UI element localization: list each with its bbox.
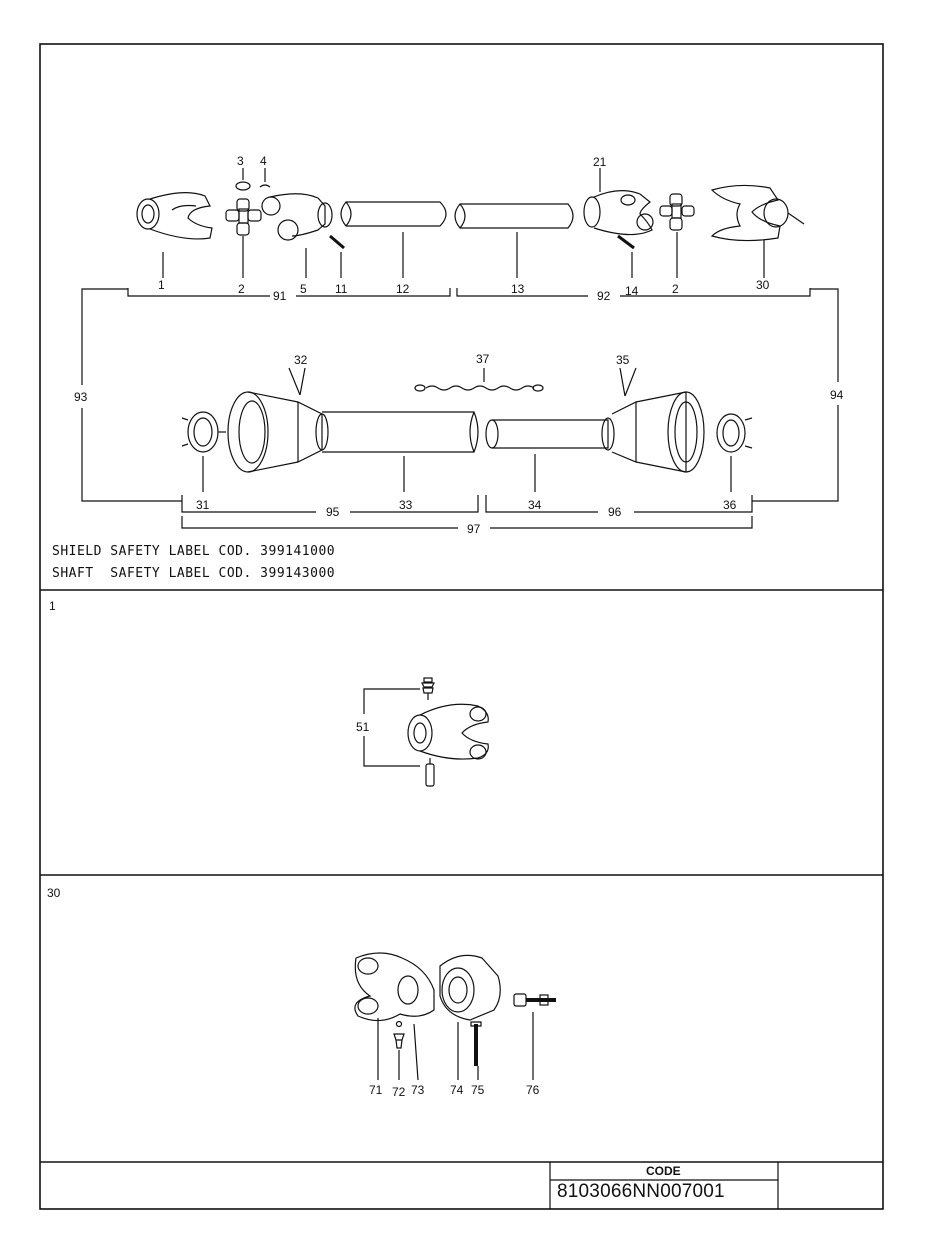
part-30-yoke: [710, 184, 805, 242]
part-51-pin: [425, 758, 435, 787]
callout-21: 21: [593, 155, 607, 169]
callout-51: 51: [356, 720, 370, 734]
part-21-yoke: [583, 190, 654, 236]
shield-safety-label: SHIELD SAFETY LABEL COD. 399141000: [52, 544, 336, 559]
part-4-circlip: [259, 184, 271, 188]
part-13-tube: [454, 203, 574, 229]
section-1-yoke: [407, 703, 489, 760]
group-brackets: [81, 288, 839, 502]
section-30-number: 30: [47, 886, 61, 900]
callout-34: 34: [528, 498, 542, 512]
callout-3: 3: [237, 154, 244, 168]
callout-76: 76: [526, 1083, 540, 1097]
callout-74: 74: [450, 1083, 464, 1097]
part-2-cross-second: [659, 193, 695, 231]
callout-35: 35: [616, 353, 630, 367]
part-71-yoke: [354, 952, 435, 1022]
callout-numbers: 3 4 21 1 2 5 11 12 13 14 2 30 91 92 93 9…: [74, 154, 844, 1099]
section-30-detail: [354, 952, 556, 1081]
part-51-grease-nipple: [421, 677, 435, 700]
callout-14: 14: [625, 284, 639, 298]
part-72-ball: [395, 1020, 403, 1028]
guard-row: [181, 384, 753, 473]
part-3-ring: [235, 181, 251, 191]
callout-94: 94: [830, 388, 844, 402]
part-5-yoke: [261, 193, 333, 241]
callout-96: 96: [608, 505, 622, 519]
section-1-number: 1: [49, 599, 56, 613]
callout-30: 30: [756, 278, 770, 292]
callout-1: 1: [158, 278, 165, 292]
part-33-tube: [322, 411, 479, 453]
top-row-leaders: [162, 168, 765, 278]
callout-93: 93: [74, 390, 88, 404]
top-exploded-row: [136, 181, 805, 250]
callout-73: 73: [411, 1083, 425, 1097]
part-36-ring: [716, 413, 753, 453]
callout-36: 36: [723, 498, 737, 512]
callout-72: 72: [392, 1085, 406, 1099]
callout-37: 37: [476, 352, 490, 366]
part-76-screw: [513, 993, 556, 1007]
callout-5: 5: [300, 282, 307, 296]
callout-13: 13: [511, 282, 525, 296]
part-12-tube: [340, 201, 447, 227]
callout-71: 71: [369, 1083, 383, 1097]
drawing-frame: [39, 43, 884, 1210]
part-73-nipple: [393, 1033, 405, 1049]
shaft-safety-label: SHAFT SAFETY LABEL COD. 399143000: [52, 566, 336, 581]
callout-12: 12: [396, 282, 410, 296]
part-74-hub: [439, 954, 501, 1021]
callout-31: 31: [196, 498, 210, 512]
section-1-detail: [363, 677, 489, 787]
callout-2-second: 2: [672, 282, 679, 296]
guard-row-leaders: [181, 367, 753, 529]
callout-91: 91: [273, 289, 287, 303]
callout-97: 97: [467, 522, 481, 536]
callout-33: 33: [399, 498, 413, 512]
code-value: 8103066NN007001: [557, 1181, 725, 1202]
callout-2: 2: [238, 282, 245, 296]
part-31-ring: [181, 411, 226, 453]
code-header: CODE: [646, 1164, 681, 1178]
part-34-tube: [485, 419, 609, 449]
callout-32: 32: [294, 353, 308, 367]
part-1-yoke: [136, 192, 213, 240]
callout-4: 4: [260, 154, 267, 168]
callout-92: 92: [597, 289, 611, 303]
callout-95: 95: [326, 505, 340, 519]
part-75-bolt: [470, 1021, 482, 1066]
part-2-cross: [225, 198, 262, 236]
callout-11: 11: [335, 282, 348, 296]
callout-75: 75: [471, 1083, 485, 1097]
part-37-chain: [414, 384, 544, 392]
part-35-cone: [601, 391, 705, 473]
part-32-cone: [227, 391, 329, 473]
